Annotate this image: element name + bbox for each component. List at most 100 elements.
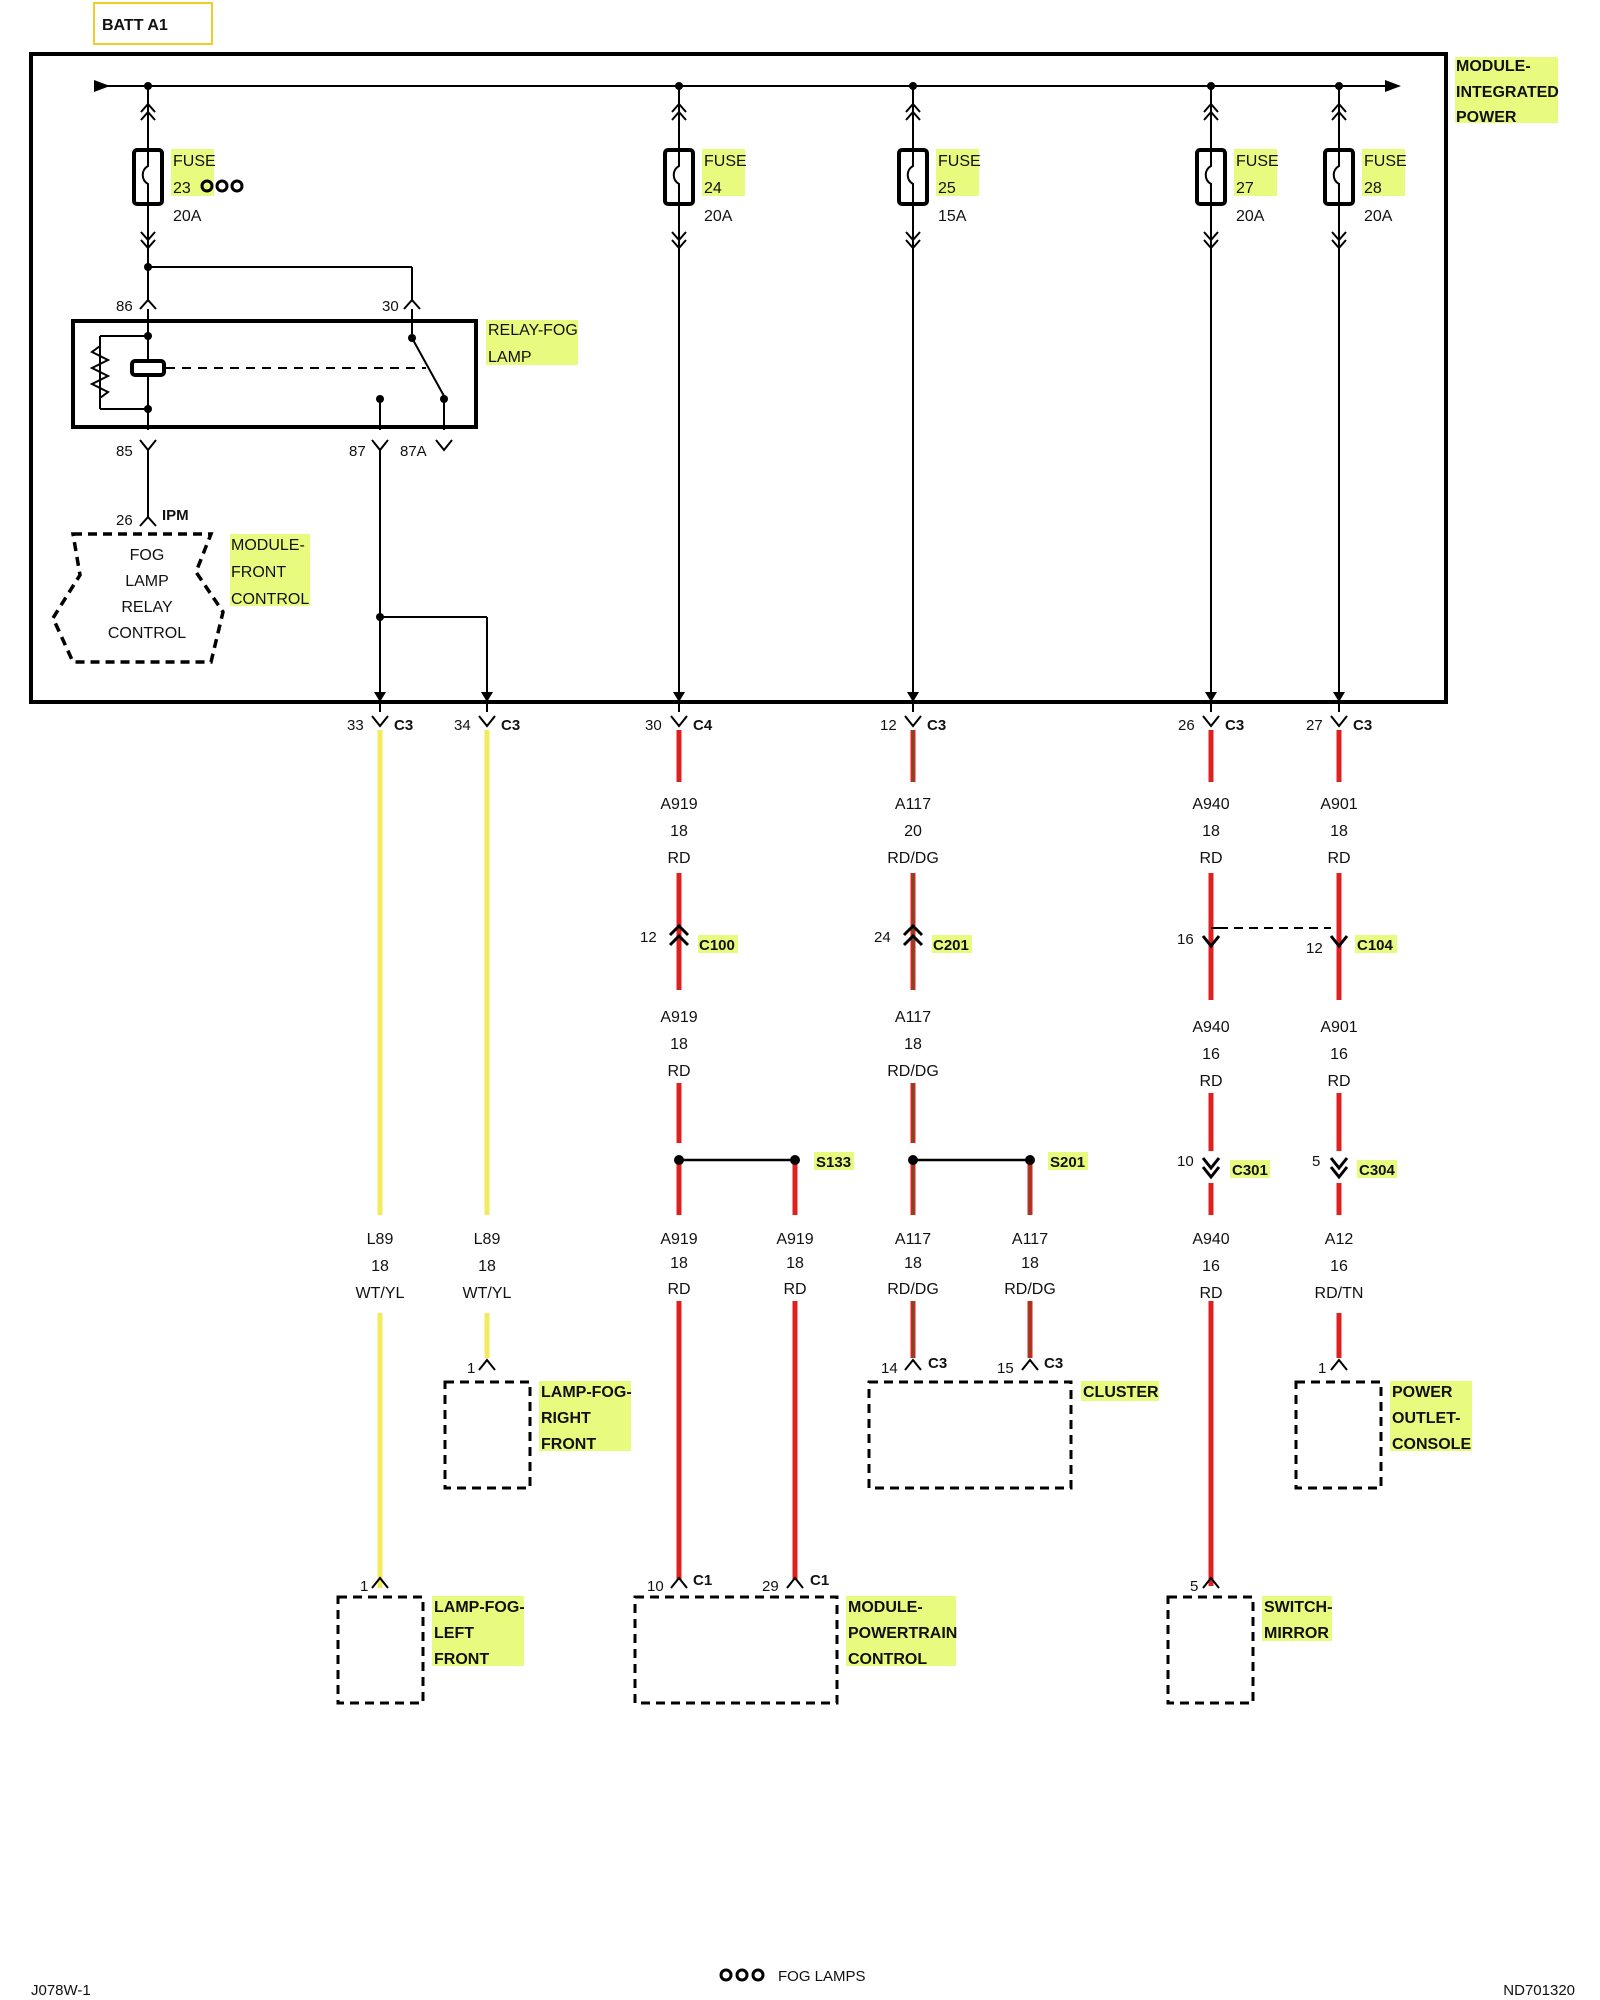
pcm-label-2: POWERTRAIN bbox=[848, 1625, 957, 1642]
lamp-fog-right-front-box bbox=[443, 1380, 532, 1490]
a919-mid-color: RD bbox=[667, 1063, 690, 1080]
ipm-output-pins bbox=[371, 715, 1348, 728]
fuse-25-number: 25 bbox=[938, 180, 956, 197]
wire-a919 bbox=[676, 730, 798, 1580]
ipm-conn-26: C3 bbox=[1225, 717, 1244, 734]
relay-pin-87: 87 bbox=[349, 443, 366, 460]
splice-s201 bbox=[908, 1155, 1035, 1165]
a940-up-color: RD bbox=[1199, 850, 1222, 867]
bus-arrow-left bbox=[94, 80, 110, 92]
fcm-inner-4: CONTROL bbox=[108, 625, 186, 642]
batt-label-box bbox=[93, 2, 213, 45]
fcm-inner-2: LAMP bbox=[125, 573, 169, 590]
cluster-conn-b: C3 bbox=[1044, 1355, 1063, 1372]
fuse-27-number: 27 bbox=[1236, 180, 1254, 197]
a940-mid-circuit: A940 bbox=[1192, 1019, 1229, 1036]
relay-label-2: LAMP bbox=[488, 349, 532, 366]
ipm-pin-27: 27 bbox=[1306, 717, 1323, 734]
fuse-25-word: FUSE bbox=[938, 153, 981, 170]
a940-low-color: RD bbox=[1199, 1285, 1222, 1302]
fuse-27 bbox=[1195, 86, 1227, 712]
lamp-left-pin: 1 bbox=[360, 1578, 368, 1595]
fcm-inner-1: FOG bbox=[130, 547, 165, 564]
fuse-24 bbox=[663, 86, 695, 712]
lamp-right-label-2: RIGHT bbox=[541, 1410, 591, 1427]
fcm-inner-3: RELAY bbox=[121, 599, 173, 616]
a117-mid-color: RD/DG bbox=[887, 1063, 939, 1080]
lamp-right-label-1: LAMP-FOG- bbox=[541, 1384, 632, 1401]
ipm-label-3: POWER bbox=[1456, 109, 1517, 126]
a940-mid-color: RD bbox=[1199, 1073, 1222, 1090]
ipm-conn-34: C3 bbox=[501, 717, 520, 734]
fuse-25 bbox=[897, 86, 929, 712]
a12-color: RD/TN bbox=[1315, 1285, 1364, 1302]
a901-mid-gauge: 16 bbox=[1330, 1046, 1348, 1063]
a901-mid-color: RD bbox=[1327, 1073, 1350, 1090]
ipm-label-2: INTEGRATED bbox=[1456, 84, 1559, 101]
lamp-right-pin: 1 bbox=[467, 1360, 475, 1377]
outlet-label-1: POWER bbox=[1392, 1384, 1453, 1401]
l89-right-gauge: 18 bbox=[478, 1258, 496, 1275]
footer-left: J078W-1 bbox=[31, 1982, 91, 1999]
fcm-pin-26: 26 bbox=[116, 512, 133, 529]
fcm-label-1: MODULE- bbox=[231, 537, 305, 554]
a12-gauge: 16 bbox=[1330, 1258, 1348, 1275]
a117-low-b-circuit: A117 bbox=[1012, 1231, 1048, 1248]
lamp-left-label-1: LAMP-FOG- bbox=[434, 1599, 525, 1616]
fog-lamps-symbol-footer bbox=[719, 1968, 765, 1982]
a919-low-a-color: RD bbox=[667, 1281, 690, 1298]
a940-up-gauge: 18 bbox=[1202, 823, 1220, 840]
connector-c104 bbox=[1201, 927, 1349, 949]
c104-pin-b: 12 bbox=[1306, 940, 1323, 957]
ipm-conn-27: C3 bbox=[1353, 717, 1372, 734]
power-outlet-console-box bbox=[1294, 1380, 1383, 1490]
switch-mirror-box bbox=[1166, 1595, 1255, 1705]
c201-pin: 24 bbox=[874, 929, 891, 946]
fuse-23 bbox=[132, 86, 164, 267]
c304-pin: 5 bbox=[1312, 1153, 1320, 1170]
batt-label: BATT A1 bbox=[102, 17, 168, 34]
fuse-24-word: FUSE bbox=[704, 153, 747, 170]
footer-right: ND701320 bbox=[1503, 1982, 1575, 1999]
l89-right-color: WT/YL bbox=[463, 1285, 512, 1302]
connector-c100 bbox=[668, 873, 690, 990]
fuse-25-rating: 15A bbox=[938, 208, 967, 225]
cluster-pin-a: 14 bbox=[881, 1360, 898, 1377]
a117-up-circuit: A117 bbox=[895, 796, 931, 813]
a117-low-b-color: RD/DG bbox=[1004, 1281, 1056, 1298]
lamp-left-label-3: FRONT bbox=[434, 1651, 489, 1668]
a117-low-a-color: RD/DG bbox=[887, 1281, 939, 1298]
a901-mid-circuit: A901 bbox=[1320, 1019, 1357, 1036]
connector-c304 bbox=[1329, 1157, 1349, 1180]
mirror-pin: 5 bbox=[1190, 1578, 1198, 1595]
cluster-label: CLUSTER bbox=[1083, 1384, 1159, 1401]
fog-lamps-symbol-top bbox=[200, 179, 244, 193]
fuse-28-word: FUSE bbox=[1364, 153, 1407, 170]
connector-c301 bbox=[1201, 1157, 1221, 1180]
cluster-pin-b: 15 bbox=[997, 1360, 1014, 1377]
mirror-label-1: SWITCH- bbox=[1264, 1599, 1332, 1616]
a117-up-color: RD/DG bbox=[887, 850, 939, 867]
relay-pin-87a: 87A bbox=[400, 443, 427, 460]
a919-low-b-gauge: 18 bbox=[786, 1255, 804, 1272]
pcm-pin-a: 10 bbox=[647, 1578, 664, 1595]
l89-right-circuit: L89 bbox=[474, 1231, 501, 1248]
fuse-28 bbox=[1323, 86, 1355, 712]
a919-up-gauge: 18 bbox=[670, 823, 688, 840]
a901-up-color: RD bbox=[1327, 850, 1350, 867]
fuse-23-rating: 20A bbox=[173, 208, 202, 225]
cluster-box bbox=[867, 1380, 1073, 1490]
ipm-pin-34: 34 bbox=[454, 717, 471, 734]
a919-up-color: RD bbox=[667, 850, 690, 867]
fuse-23-number: 23 bbox=[173, 180, 191, 197]
fuse-28-number: 28 bbox=[1364, 180, 1382, 197]
a12-circuit: A12 bbox=[1325, 1231, 1354, 1248]
lamp-left-label-2: LEFT bbox=[434, 1625, 474, 1642]
ipm-conn-30: C4 bbox=[693, 717, 713, 734]
cluster-conn-a: C3 bbox=[928, 1355, 947, 1372]
fuse-24-number: 24 bbox=[704, 180, 722, 197]
ipm-pin-33: 33 bbox=[347, 717, 364, 734]
fuse-27-rating: 20A bbox=[1236, 208, 1265, 225]
connector-c201 bbox=[902, 923, 924, 947]
